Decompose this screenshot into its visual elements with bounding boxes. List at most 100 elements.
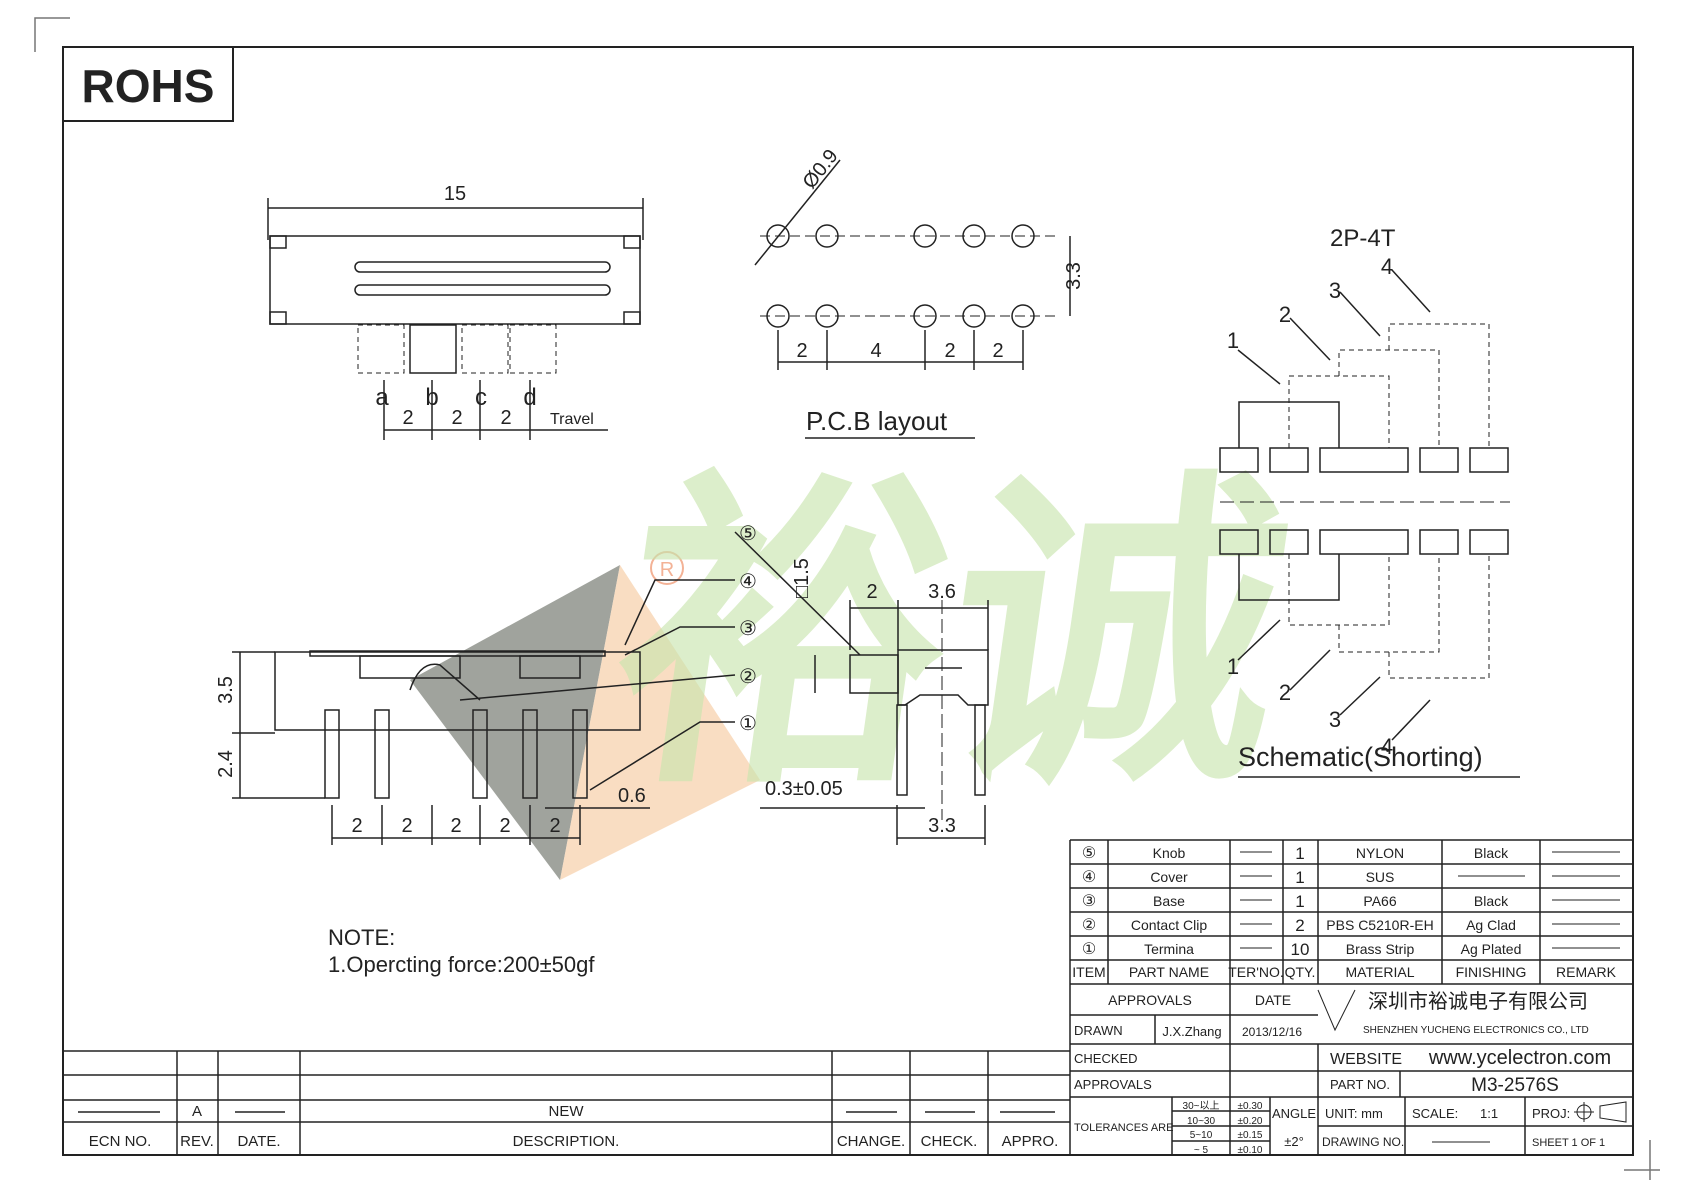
approvals-label-2: APPROVALS xyxy=(1074,1077,1152,1092)
schematic xyxy=(1219,269,1520,778)
pos-c: c xyxy=(475,384,487,411)
pole-label: 2 xyxy=(1279,680,1291,705)
callout-leader-2 xyxy=(459,674,736,701)
company-name-cn: 深圳市裕诚电子有限公司 xyxy=(1368,990,1588,1013)
logo-orange-shape xyxy=(560,565,760,880)
scale-value: 1:1 xyxy=(1480,1106,1498,1121)
knob-top xyxy=(409,324,457,374)
approvals-label: APPROVALS xyxy=(1108,992,1192,1008)
website-url: www.ycelectron.com xyxy=(1428,1047,1611,1069)
bom-item: ⑤ xyxy=(1082,845,1096,862)
pin xyxy=(522,709,538,799)
title-block xyxy=(1070,984,1633,1155)
callout-2: ② xyxy=(739,666,757,688)
bom-qty: 10 xyxy=(1291,940,1310,959)
bom-header-name: PART NAME xyxy=(1129,964,1209,980)
knob-width-dim: 3.6 xyxy=(928,581,956,603)
pin xyxy=(324,709,340,799)
pcb-pitch: 2 xyxy=(992,340,1003,362)
hole-dim-leader xyxy=(754,159,841,266)
pos-d: d xyxy=(523,384,536,411)
knob-size-dim: □1.5 xyxy=(791,558,813,598)
change-header: CHANGE. xyxy=(837,1133,905,1150)
bom-header-material: MATERIAL xyxy=(1346,964,1415,980)
company-name-en: SHENZHEN YUCHENG ELECTRONICS CO., LTD xyxy=(1363,1025,1589,1036)
side-body xyxy=(274,651,641,731)
thickness-dim: 0.3±0.05 xyxy=(765,778,843,800)
registered-mark xyxy=(650,551,684,585)
travel-dim: 2 xyxy=(451,407,462,429)
angle-label: ANGLE xyxy=(1272,1106,1316,1121)
pin-width-dim: 0.6 xyxy=(618,785,646,807)
tol-value: ±0.10 xyxy=(1238,1145,1263,1156)
sheet-label: SHEET 1 OF 1 xyxy=(1532,1137,1605,1149)
part-number: M3-2576S xyxy=(1471,1075,1559,1096)
callout-3: ③ xyxy=(739,618,757,640)
logo-gray-shape xyxy=(410,565,620,880)
scale-label: SCALE: xyxy=(1412,1106,1458,1121)
pin xyxy=(472,709,488,799)
tol-range: 5~10 xyxy=(1190,1130,1213,1141)
angle-value: ±2° xyxy=(1284,1134,1304,1149)
bom-material: Brass Strip xyxy=(1346,941,1415,957)
callout-leader-3 xyxy=(624,626,735,656)
company-logo-mark xyxy=(1317,989,1356,1032)
bom-header-item: ITEM xyxy=(1072,964,1105,980)
pin-pitch: 2 xyxy=(549,815,560,837)
bom-part-name: Contact Clip xyxy=(1131,917,1207,933)
bom-item: ① xyxy=(1082,941,1096,958)
travel-dim: 2 xyxy=(402,407,413,429)
drawn-date: 2013/12/16 xyxy=(1242,1025,1302,1039)
pin-pitch: 2 xyxy=(351,815,362,837)
pole-label: 1 xyxy=(1227,654,1239,679)
slot-upper xyxy=(354,261,611,273)
bom-header-remark: REMARK xyxy=(1556,964,1617,980)
corner-mark xyxy=(34,17,70,52)
pos-b: b xyxy=(425,384,438,411)
rev-value: A xyxy=(192,1103,202,1120)
pin xyxy=(572,709,588,799)
pin-length-dim: 2.4 xyxy=(215,750,237,778)
bom-material: SUS xyxy=(1366,869,1395,885)
bom-header-ter: TER'NO. xyxy=(1228,964,1284,980)
bom-qty: 2 xyxy=(1295,916,1304,935)
tol-range: 10~30 xyxy=(1187,1116,1216,1127)
bom-part-name: Termina xyxy=(1144,941,1194,957)
bom-qty: 1 xyxy=(1295,892,1304,911)
switch-body-top xyxy=(269,235,641,325)
hole-diameter: Ø0.9 xyxy=(799,145,843,193)
pole-label: 1 xyxy=(1227,328,1239,353)
bom-finish: Ag Plated xyxy=(1461,941,1522,957)
callout-4: ④ xyxy=(739,571,757,593)
watermark-logo: R 裕诚 xyxy=(410,452,1306,880)
bom-material: NYLON xyxy=(1356,845,1404,861)
revision-block xyxy=(63,1050,1070,1155)
check-header: CHECK. xyxy=(921,1133,978,1150)
appro-header: APPRO. xyxy=(1002,1133,1059,1150)
schematic-type: 2P-4T xyxy=(1330,225,1396,252)
note-line: 1.Opercting force:200±50gf xyxy=(328,952,595,977)
callout-leader-4 xyxy=(624,579,735,646)
depth-dim: 3.3 xyxy=(928,815,956,837)
bom-qty: 1 xyxy=(1295,844,1304,863)
pin-pitch: 2 xyxy=(450,815,461,837)
callout-leader-5 xyxy=(734,531,861,656)
bom-item: ② xyxy=(1082,917,1096,934)
website-label: WEBSITE xyxy=(1330,1051,1402,1068)
pcb-pitch: 2 xyxy=(944,340,955,362)
drawn-label: DRAWN xyxy=(1074,1023,1123,1038)
drawn-by: J.X.Zhang xyxy=(1162,1024,1221,1039)
bom-material: PBS C5210R-EH xyxy=(1326,917,1433,933)
pole-label: 3 xyxy=(1329,707,1341,732)
tol-value: ±0.30 xyxy=(1238,1101,1263,1112)
bom-item: ④ xyxy=(1082,869,1096,886)
top-view xyxy=(267,198,644,440)
slot-lower xyxy=(354,284,611,296)
knob-offset-dim: 2 xyxy=(866,581,877,603)
bom-header-qty: QTY. xyxy=(1285,964,1316,980)
checked-label: CHECKED xyxy=(1074,1051,1138,1066)
unit-label: UNIT: mm xyxy=(1325,1106,1383,1121)
pos-a: a xyxy=(375,384,389,411)
note-title: NOTE: xyxy=(328,925,395,950)
